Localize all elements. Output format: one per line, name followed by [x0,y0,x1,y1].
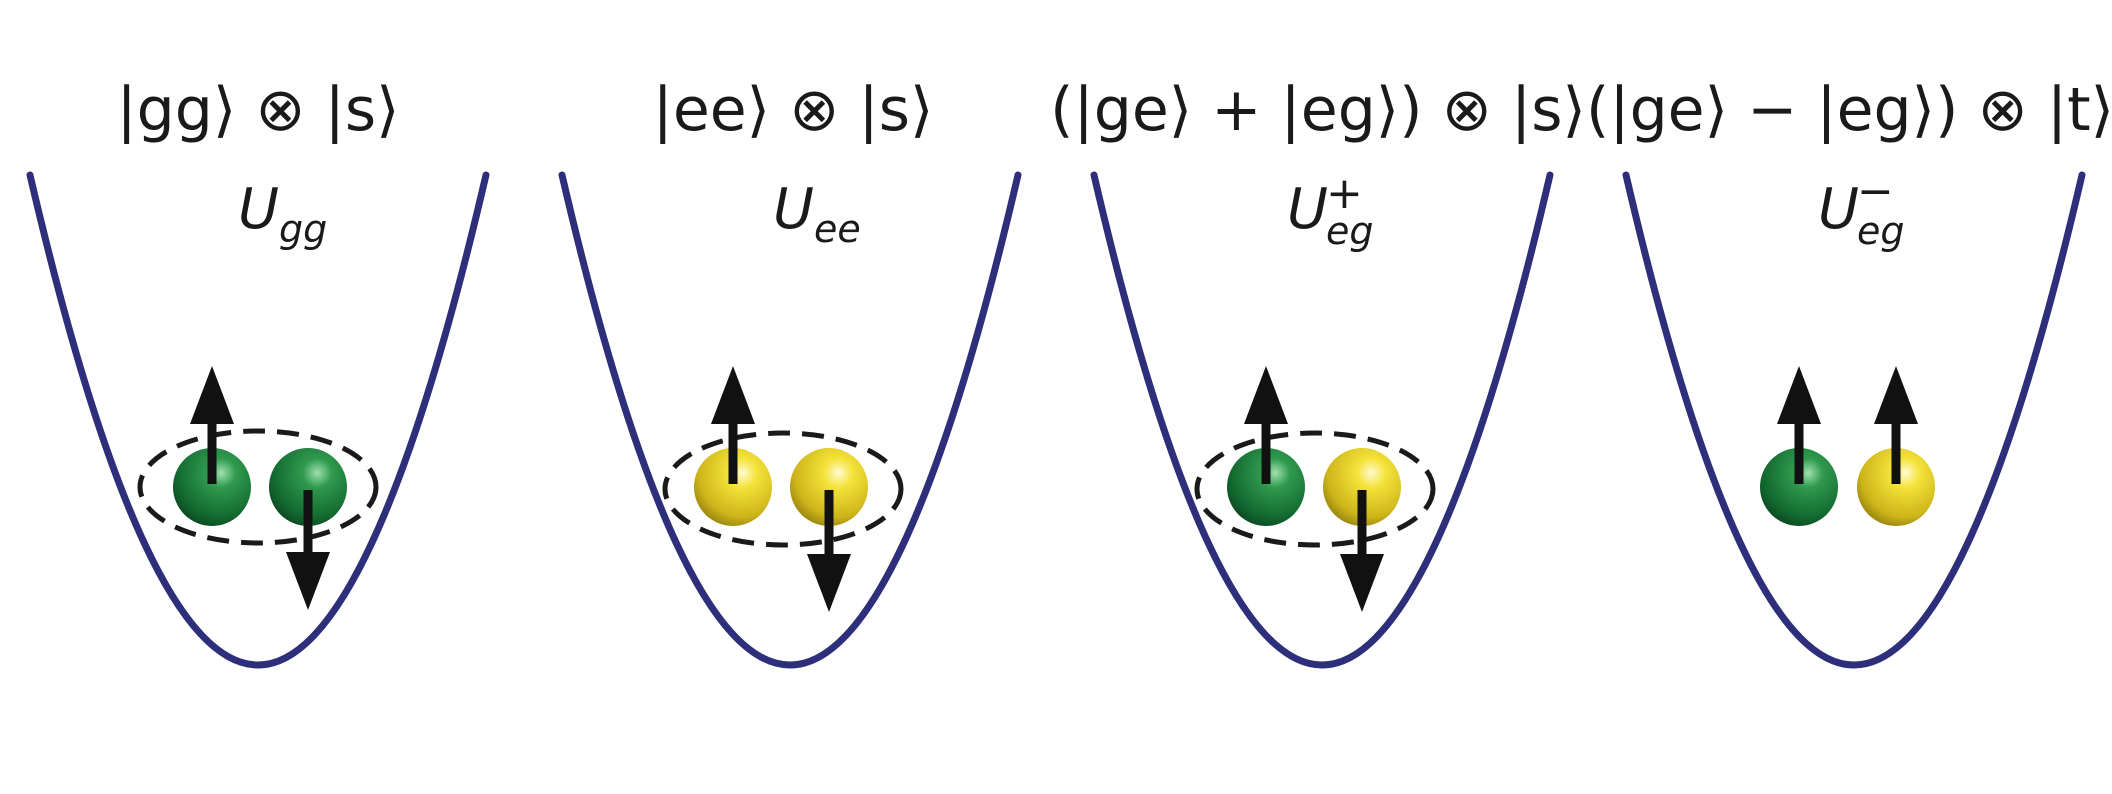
trap-potential-well [558,171,1022,669]
energy-label: U [1818,177,1859,242]
spin-up-arrow-icon [1874,366,1918,484]
panel-ee: |ee⟩ ⊗ |s⟩ Uee [558,75,1022,669]
energy-label: Uee [773,177,861,251]
energy-subscript: gg [279,207,327,251]
energy-symbol: U [1818,177,1859,242]
atom-excited [1857,448,1935,526]
energy-label: Ugg [238,177,327,251]
state-label: |ee⟩ ⊗ |s⟩ [653,75,934,145]
panel-gg: |gg⟩ ⊗ |s⟩ Ugg [26,75,490,669]
atom-ground-left [173,448,251,526]
trap-potential-well [1622,171,2086,669]
atom-excited-left [694,448,772,526]
spin-down-arrow-icon [1340,490,1384,612]
energy-superscript: + [1326,168,1363,219]
energy-subscript: eg [1326,209,1374,253]
spin-down-arrow-icon [286,490,330,610]
energy-symbol: U [1287,177,1328,242]
state-label: (|ge⟩ − |eg⟩) ⊗ |t⟩ [1586,75,2112,145]
atom-ground [1227,448,1305,526]
spin-up-arrow-icon [711,366,755,484]
energy-subscript: eg [1857,209,1905,253]
state-label: (|ge⟩ + |eg⟩) ⊗ |s⟩ [1050,75,1586,145]
energy-superscript: − [1857,166,1894,217]
energy-symbol: U [238,177,279,242]
trap-potential-well [26,171,490,669]
atom-ground [1760,448,1838,526]
singlet-pair-outline [1194,430,1436,548]
spin-down-arrow-icon [807,490,851,612]
state-label: |gg⟩ ⊗ |s⟩ [116,75,399,145]
singlet-pair-outline [137,428,379,546]
energy-subscript: ee [814,207,861,251]
atom-excited-right [790,448,868,526]
panel-eg-plus: (|ge⟩ + |eg⟩) ⊗ |s⟩ U eg + [1050,75,1586,669]
panel-eg-minus: (|ge⟩ − |eg⟩) ⊗ |t⟩ U eg − [1586,75,2112,669]
energy-symbol: U [773,177,814,242]
energy-label: U [1287,177,1328,242]
atom-excited [1323,448,1401,526]
trap-potential-well [1090,171,1554,669]
spin-up-arrow-icon [1777,366,1821,484]
singlet-pair-outline [662,430,904,548]
atom-ground-right [269,448,347,526]
spin-up-arrow-icon [190,366,234,484]
spin-up-arrow-icon [1244,366,1288,484]
